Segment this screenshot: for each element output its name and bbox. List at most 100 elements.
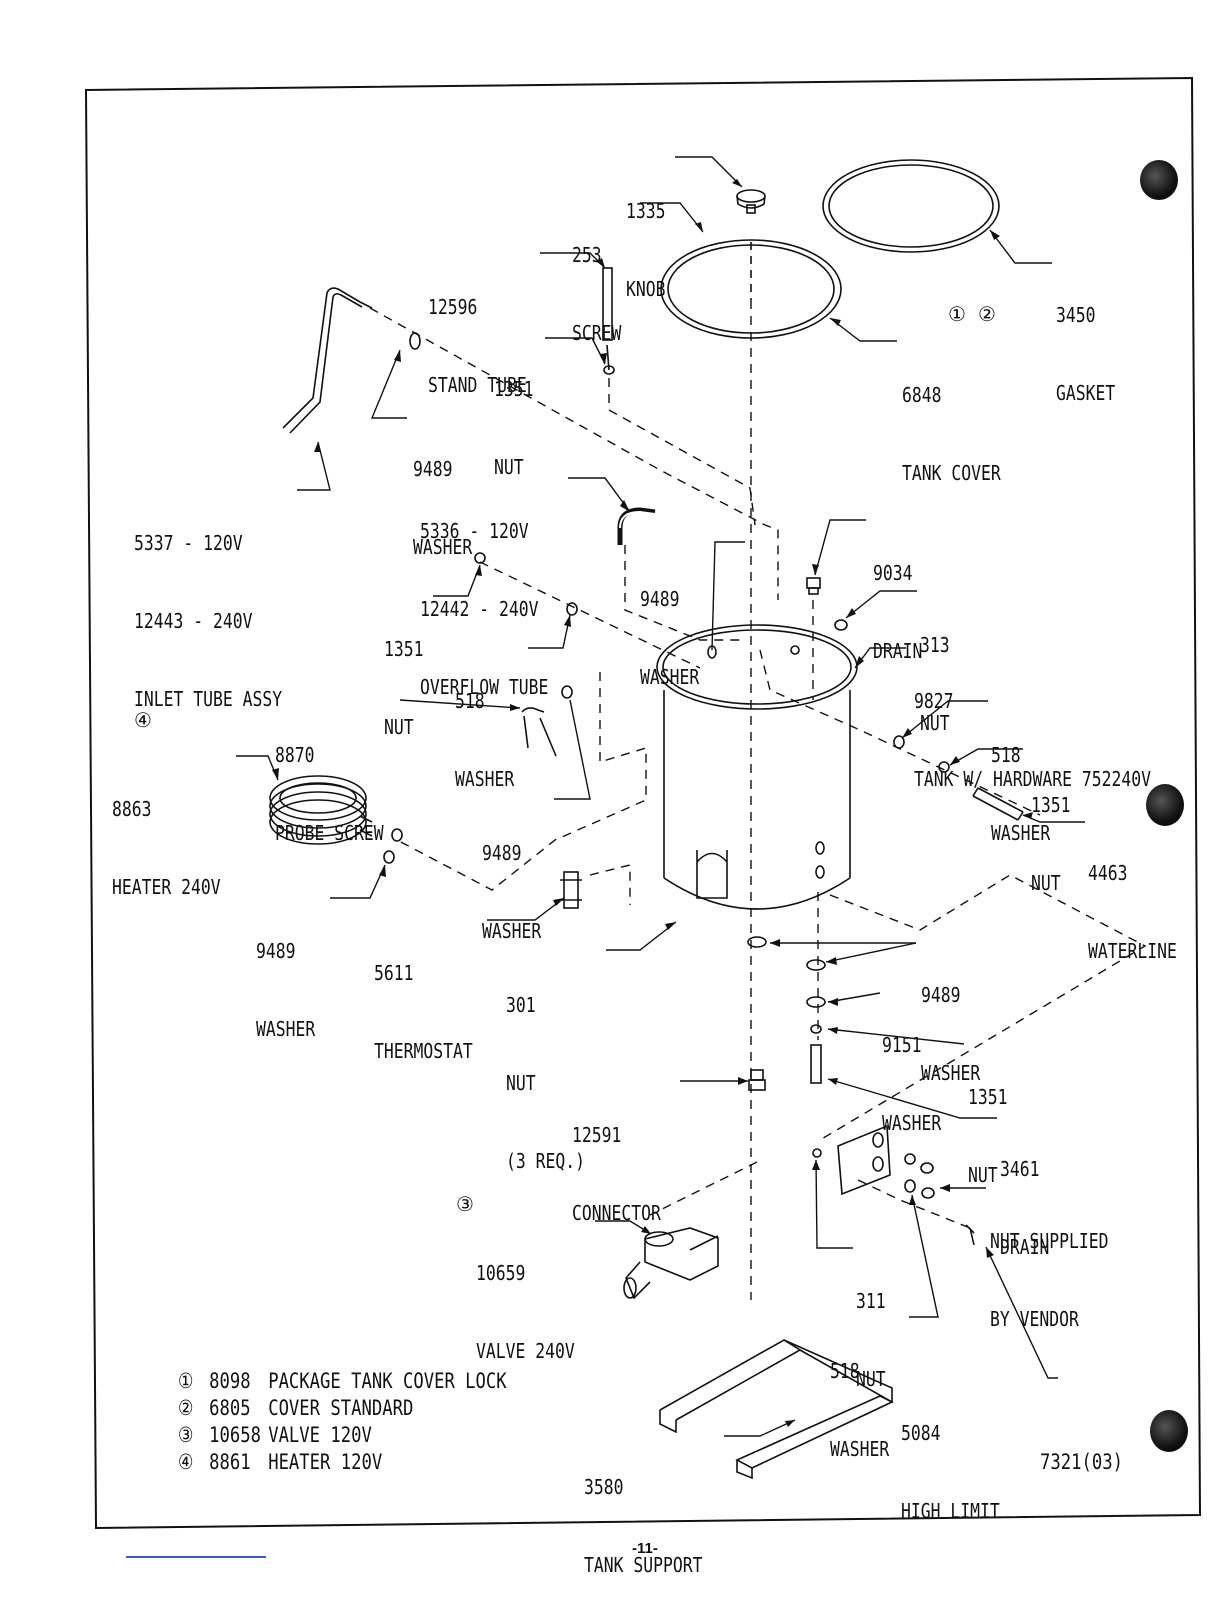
part-name: NUT (968, 1163, 998, 1187)
label-nut-vendor: NUT SUPPLIED BY VENDOR (990, 1176, 1108, 1358)
part-qty: (3 REQ.) (506, 1149, 585, 1173)
legend-symbol: ② (178, 1396, 194, 1420)
label-overflow-tube: 5336 - 120V 12442 - 240V OVERFLOW TUBE (420, 466, 548, 726)
label-washer-518-left: 518 WASHER (455, 636, 514, 818)
part-number: 9489 (640, 587, 680, 611)
legend-number: 10658 (209, 1423, 261, 1447)
drawing-frame (84, 76, 1202, 1530)
part-name: WASHER (882, 1111, 942, 1135)
label-washer-heater: 9489 WASHER (256, 886, 315, 1068)
page-number: -11- (632, 1540, 658, 1557)
part-number: 1335 (626, 199, 666, 223)
legend-description: HEATER 120V (268, 1450, 383, 1474)
part-name: THERMOSTAT (374, 1039, 473, 1063)
valve-note-marker: ③ (456, 1192, 474, 1216)
part-name: WATERLINE (1088, 939, 1177, 963)
cover-note-markers: ① ② (948, 302, 996, 326)
part-number: 311 (856, 1289, 886, 1313)
part-number: 3450 (1056, 303, 1096, 327)
legend-row: ④ 8861 HEATER 120V (178, 1449, 507, 1476)
part-number: 9489 (921, 983, 961, 1007)
label-valve: 10659 VALVE 240V (476, 1208, 575, 1390)
legend-row: ① 8098 PACKAGE TANK COVER LOCK (178, 1368, 507, 1395)
part-name: WASHER (455, 767, 515, 791)
part-number: 518 (455, 689, 485, 713)
part-number: 8870 (275, 743, 315, 767)
part-number: 518 (991, 743, 1021, 767)
label-tank-cover: 6848 TANK COVER (902, 330, 1001, 512)
label-nut-313: 313 NUT (920, 580, 950, 762)
part-number: 9489 (413, 457, 453, 481)
label-nut-311: 311 NUT (856, 1236, 886, 1418)
legend-number: 8861 (209, 1450, 251, 1474)
binder-hole (1140, 160, 1178, 200)
part-name: WASHER (921, 1061, 981, 1085)
label-washer-518-right: 518 WASHER (991, 690, 1050, 872)
label-inlet-tube: 5337 - 120V 12443 - 240V INLET TUBE ASSY (134, 478, 282, 738)
underline-link-mark (126, 1556, 266, 1558)
part-name: WASHER (413, 535, 473, 559)
part-number: 9827 (914, 689, 954, 713)
label-thermostat: 5611 THERMOSTAT (374, 908, 473, 1090)
part-line: INLET TUBE ASSY (134, 687, 283, 711)
label-heater: 8863 HEATER 240V (112, 744, 221, 926)
part-number: 10659 (476, 1261, 526, 1285)
part-number: 12591 (572, 1123, 622, 1147)
label-tank-support: 3580 TANK SUPPORT (584, 1422, 702, 1604)
inlet-tube-part (282, 287, 373, 434)
gasket-part (822, 159, 1000, 253)
part-line: 12442 - 240V (420, 597, 539, 621)
legend-description: VALVE 120V (268, 1423, 372, 1447)
part-line: 5336 - 120V (420, 519, 529, 543)
label-nut-top: 1351 NUT (494, 324, 534, 506)
part-name: STAND TUBE (428, 373, 527, 397)
part-name: KNOB (626, 277, 666, 301)
label-washer-top: 9489 WASHER (413, 404, 472, 586)
part-name: NUT (384, 715, 414, 739)
label-nut-right: 1351 NUT (1031, 740, 1071, 922)
part-line: OVERFLOW TUBE (420, 675, 549, 699)
legend-row: ② 6805 COVER STANDARD (178, 1395, 507, 1422)
part-name: NUT (856, 1367, 886, 1391)
part-name: NUT (494, 455, 524, 479)
part-name: PROBE SCREW (275, 821, 384, 845)
part-name: TANK W/ HARDWARE 752240V (914, 767, 1151, 791)
part-name: HEATER 240V (112, 875, 221, 899)
part-name: WASHER (991, 821, 1051, 845)
label-washer-bottom: 9489 WASHER (921, 930, 980, 1112)
part-number: 5611 (374, 961, 414, 985)
label-drain-top: 9034 DRAIN (873, 508, 922, 690)
label-knob: 1335 KNOB (626, 146, 666, 328)
label-washer-overflow: 9489 WASHER (640, 534, 699, 716)
part-name: HIGH LIMIT (901, 1499, 1000, 1523)
part-name: WASHER (830, 1437, 890, 1461)
label-drain-bottom: 3461 DRAIN (1000, 1104, 1049, 1286)
label-nut-301: 301 NUT (3 REQ.) (506, 940, 585, 1200)
label-high-limit: 5084 HIGH LIMIT (901, 1368, 1000, 1550)
part-name: TANK SUPPORT (584, 1553, 703, 1577)
part-name: SCREW (572, 321, 622, 345)
legend-description: PACKAGE TANK COVER LOCK (268, 1369, 507, 1393)
part-number: 9489 (256, 939, 296, 963)
label-tank: 9827 TANK W/ HARDWARE 752240V (914, 636, 1151, 818)
waterline-part (972, 787, 1024, 821)
part-name: GASKET (1056, 381, 1116, 405)
part-number: 1351 (968, 1085, 1008, 1109)
part-number: 8863 (112, 797, 152, 821)
label-washer-mid: 9489 WASHER (482, 788, 541, 970)
label-connector: 12591 CONNECTOR (572, 1070, 661, 1252)
part-name: WASHER (640, 665, 700, 689)
label-probe-screw: 8870 PROBE SCREW (275, 690, 384, 872)
part-number: 301 (506, 993, 536, 1017)
binder-hole (1150, 1410, 1188, 1452)
part-number: 3580 (584, 1475, 624, 1499)
legend-row: ③ 10658 VALVE 120V (178, 1422, 507, 1449)
part-name: VALVE 240V (476, 1339, 575, 1363)
drain-bottom-part (810, 1044, 822, 1084)
stand-tube-part (602, 267, 615, 375)
legend-number: 8098 (209, 1369, 251, 1393)
part-number: 9489 (482, 841, 522, 865)
part-number: 1351 (494, 377, 534, 401)
part-name: NUT (1031, 871, 1061, 895)
valve-part (623, 1227, 719, 1300)
